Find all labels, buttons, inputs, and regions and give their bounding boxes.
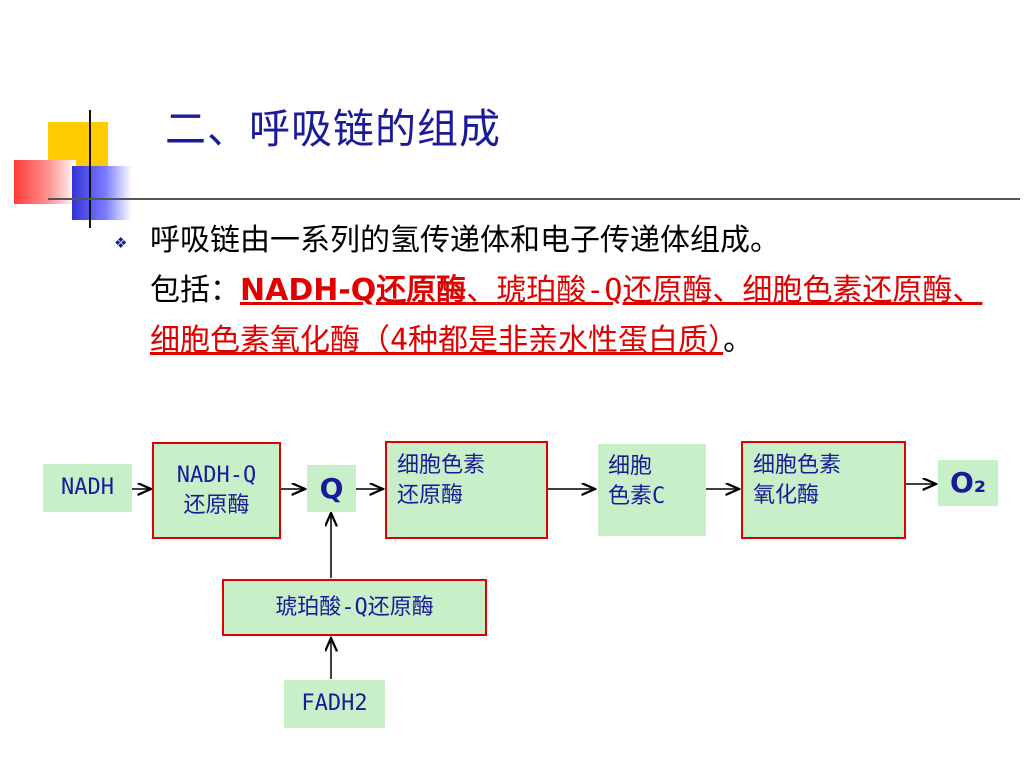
box-cyt-red-line2: 还原酶 — [397, 483, 464, 508]
body-paragraph: 呼吸链由一系列的氢传递体和电子传递体组成。 包括：NADH-Q还原酶、琥珀酸-Q… — [150, 216, 990, 366]
decor-red-square — [14, 160, 76, 204]
item-cyt-oxidase: 细胞色素氧化酶（4种都是非亲水性蛋白质） — [150, 323, 724, 358]
box-q-label: Q — [319, 471, 344, 505]
box-cyt-c-line1: 细胞 — [608, 454, 653, 479]
item-succinate: 琥珀酸-Q还原酶 — [496, 273, 713, 308]
bullet-diamond-icon: ❖ — [114, 234, 128, 252]
box-cyt-c: 细胞 色素C — [598, 444, 706, 536]
sep-2: 、 — [712, 273, 743, 308]
decor-blue-square — [72, 166, 132, 220]
item-nadh-q: NADH-Q还原酶 — [240, 273, 467, 308]
box-q: Q — [307, 465, 356, 512]
item-cyt-reductase: 细胞色素还原酶 — [742, 273, 953, 308]
slide-title: 二、呼吸链的组成 — [165, 105, 501, 153]
box-succinate-q-reductase: 琥珀酸-Q还原酶 — [222, 579, 487, 636]
box-succinate-label: 琥珀酸-Q还原酶 — [275, 594, 434, 620]
sep-3: 、 — [952, 273, 983, 308]
decor-vertical-line — [89, 110, 91, 228]
box-nadh-q-line2: 还原酶 — [183, 492, 250, 518]
box-nadh-label: NADH — [61, 475, 114, 500]
box-cyt-c-line2: 色素C — [608, 484, 666, 509]
para-end: 。 — [723, 323, 754, 358]
box-cyt-ox-line1: 细胞色素 — [753, 453, 842, 478]
box-fadh2: FADH2 — [284, 680, 385, 728]
para-lead: 包括： — [150, 273, 240, 308]
box-cyt-oxidase: 细胞色素 氧化酶 — [741, 441, 906, 539]
box-cyt-ox-line2: 氧化酶 — [753, 483, 820, 508]
box-cyt-red-line1: 细胞色素 — [397, 453, 486, 478]
sep-1: 、 — [466, 273, 497, 308]
title-divider — [48, 198, 1020, 200]
box-cyt-reductase: 细胞色素 还原酶 — [385, 441, 548, 539]
para-line1: 呼吸链由一系列的氢传递体和电子传递体组成。 — [150, 223, 780, 258]
box-nadh: NADH — [43, 464, 132, 512]
box-fadh2-label: FADH2 — [301, 691, 368, 716]
box-nadh-q-reductase: NADH-Q 还原酶 — [152, 442, 281, 539]
box-o2-label: O₂ — [949, 466, 987, 499]
box-nadh-q-line1: NADH-Q — [176, 462, 257, 488]
box-o2: O₂ — [938, 460, 998, 506]
